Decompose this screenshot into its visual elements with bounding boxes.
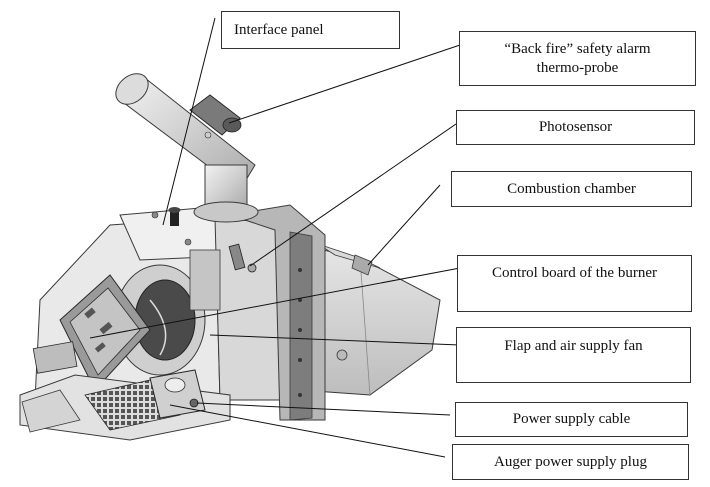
label-power-cable: Power supply cable (455, 402, 688, 437)
leader-back-fire (228, 44, 461, 124)
label-back-fire-probe: “Back fire” safety alarm thermo-probe (459, 31, 696, 86)
label-flap-fan: Flap and air supply fan (456, 327, 691, 383)
label-combustion-chamber: Combustion chamber (451, 171, 692, 207)
fan-housing (114, 249, 221, 376)
interface-panel-knob (151, 207, 192, 246)
fuel-inlet-tube (115, 73, 259, 223)
auger-plug-block (149, 369, 206, 419)
label-photosensor: Photosensor (456, 110, 695, 145)
back-fire-line-1: “Back fire” safety alarm (504, 40, 651, 57)
back-fire-line-2: thermo-probe (536, 59, 619, 76)
leader-power-cable (196, 402, 451, 416)
combustion-chamber-body (299, 243, 441, 396)
label-control-board: Control board of the burner (457, 255, 692, 312)
leader-auger-plug (169, 404, 446, 458)
leader-control-board (89, 267, 461, 339)
label-interface-panel: Interface panel (221, 11, 400, 49)
leader-flap-fan (209, 334, 461, 346)
label-auger-plug: Auger power supply plug (452, 444, 689, 480)
leader-photosensor (249, 123, 457, 267)
bottom-tray (19, 374, 231, 441)
leader-lines (89, 17, 461, 458)
thermo-probe (189, 94, 242, 139)
leader-combustion (367, 184, 441, 266)
leader-interface-panel (162, 17, 216, 226)
control-board-panel (32, 274, 151, 391)
